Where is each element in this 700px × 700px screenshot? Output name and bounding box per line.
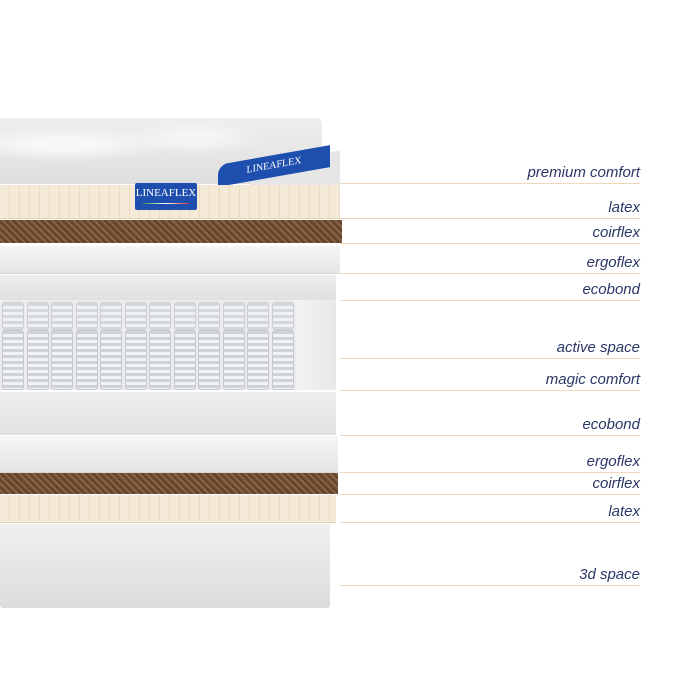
label-text: coirflex (592, 475, 640, 492)
pocket-spring (271, 330, 294, 390)
label-ergoflex-top: ergoflex (340, 254, 640, 274)
pocket-spring (222, 330, 245, 390)
ecobond-layer-bottom (0, 392, 336, 435)
pocket-spring (75, 302, 98, 330)
3d-space-layer (0, 524, 330, 608)
pocket-spring (51, 330, 73, 390)
pocket-spring (149, 330, 171, 390)
ergoflex-layer-bottom (0, 436, 338, 473)
label-magic-comfort: magic comfort (340, 371, 640, 391)
coirflex-layer-bottom (0, 473, 338, 494)
label-coirflex-top: coirflex (340, 224, 640, 244)
pocket-spring (75, 330, 98, 390)
label-ergoflex-bottom: ergoflex (340, 453, 640, 473)
pocket-spring (51, 302, 73, 330)
pocket-spring (124, 330, 147, 390)
label-3d-space: 3d space (340, 566, 640, 586)
pocket-spring (149, 302, 171, 330)
pocket-spring (247, 302, 269, 330)
label-text: ecobond (582, 281, 640, 298)
label-ecobond-bottom: ecobond (340, 416, 640, 436)
active-space-springs (0, 300, 336, 390)
label-text: latex (608, 199, 640, 216)
pocket-spring (26, 302, 49, 330)
ecobond-layer-top (0, 275, 336, 300)
pocket-spring (198, 302, 220, 330)
pocket-spring (26, 330, 49, 390)
pocket-spring (198, 330, 220, 390)
label-active-space: active space (340, 339, 640, 359)
label-coirflex-bottom: coirflex (340, 475, 640, 495)
label-text: coirflex (592, 224, 640, 241)
pocket-spring (247, 330, 269, 390)
label-text: magic comfort (545, 371, 640, 388)
pocket-spring (173, 330, 196, 390)
label-text: premium comfort (527, 164, 640, 181)
coirflex-layer-top (0, 220, 342, 243)
pocket-spring (271, 302, 294, 330)
label-text: latex (608, 503, 640, 520)
ergoflex-layer-top (0, 246, 340, 274)
pocket-spring (100, 330, 122, 390)
label-text: ergoflex (586, 254, 640, 271)
label-text: 3d space (579, 566, 640, 583)
pocket-spring (124, 302, 147, 330)
label-text: ergoflex (586, 453, 640, 470)
brand-logo-label: LINEAFLEX (135, 183, 197, 210)
latex-layer-bottom (0, 495, 336, 523)
label-premium-comfort: premium comfort (340, 164, 640, 184)
pocket-spring (100, 302, 122, 330)
label-ecobond-top: ecobond (340, 281, 640, 301)
label-latex-top: latex (340, 199, 640, 219)
pocket-spring (2, 330, 24, 390)
pocket-spring (222, 302, 245, 330)
magic-comfort-border (296, 300, 336, 390)
pocket-spring (2, 302, 24, 330)
label-latex-bottom: latex (340, 503, 640, 523)
pocket-spring (173, 302, 196, 330)
label-text: active space (556, 339, 640, 356)
label-text: ecobond (582, 416, 640, 433)
